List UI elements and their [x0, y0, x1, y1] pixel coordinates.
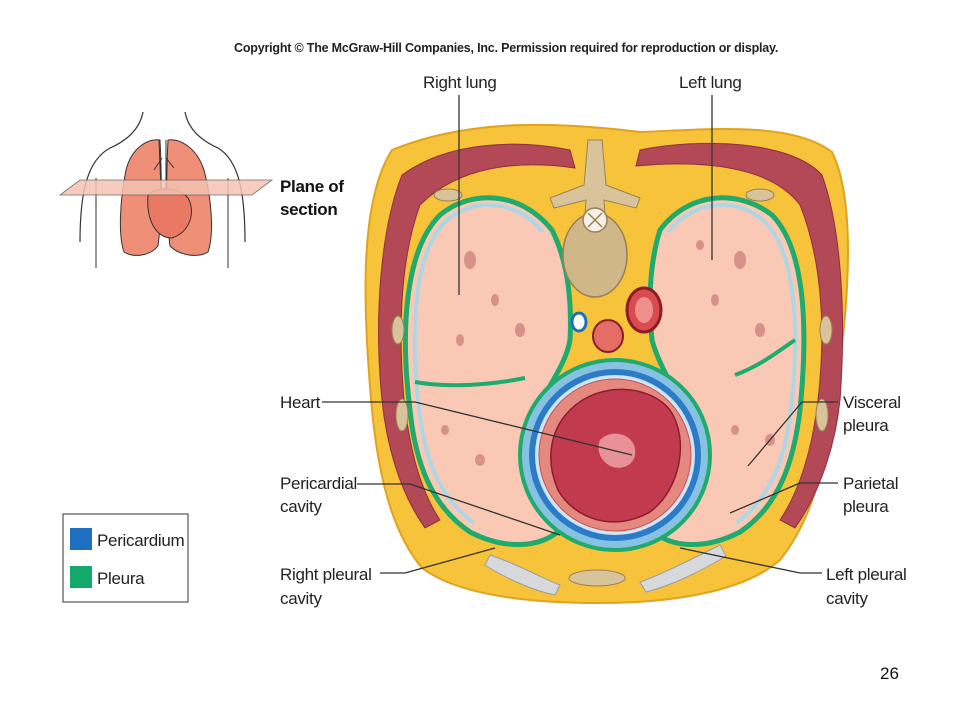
left-lung — [647, 195, 807, 547]
left-lung-label: Left lung — [679, 73, 742, 92]
slide-number: 26 — [880, 664, 899, 683]
right-lung — [402, 195, 573, 548]
pericardial-cavity-label-line2: cavity — [280, 497, 322, 516]
lung-vessel-dots — [441, 240, 775, 466]
parietal-pleura-label-line1: Parietal — [843, 474, 898, 493]
visceral-pleura-label-line2: pleura — [843, 416, 889, 435]
legend-swatch-pericardium — [70, 528, 92, 550]
legend-label-pericardium: Pericardium — [97, 531, 185, 550]
plane-of-section-label-line2: section — [280, 200, 337, 219]
ribs — [391, 188, 833, 432]
chest-wall-muscle-right — [378, 143, 576, 529]
plane-of-section-label-line1: Plane of — [280, 177, 344, 196]
heart-label: Heart — [280, 393, 321, 412]
vertebra — [549, 139, 641, 298]
legend-swatch-pleura — [70, 566, 92, 588]
esophagus — [592, 319, 624, 353]
right-pleural-cavity-label-line1: Right pleural — [280, 565, 372, 584]
right-pleural-cavity-label-line2: cavity — [280, 589, 322, 608]
legend-label-pleura: Pleura — [97, 569, 145, 588]
azygos-vein — [570, 311, 588, 333]
chest-wall-muscle-left — [635, 142, 844, 529]
plane-of-section-band — [58, 179, 274, 196]
left-pleural-cavity-space — [639, 544, 727, 593]
torso-thumbnail — [58, 111, 274, 268]
leader-lines — [322, 95, 838, 574]
right-pleural-cavity-space — [484, 554, 561, 596]
visceral-pleura-label-line1: Visceral — [843, 393, 901, 412]
heart-with-pericardium — [518, 358, 712, 552]
cross-section — [364, 123, 849, 605]
legend-box — [62, 513, 189, 603]
parietal-pleura-label-line2: pleura — [843, 497, 889, 516]
pericardial-cavity-label-line1: Pericardial — [280, 474, 357, 493]
copyright-notice: Copyright © The McGraw-Hill Companies, I… — [234, 41, 778, 55]
left-pleural-cavity-label-line1: Left pleural — [826, 565, 907, 584]
legend: Pericardium Pleura — [62, 513, 189, 603]
sternum — [568, 569, 626, 587]
right-lung-label: Right lung — [423, 73, 497, 92]
left-pleural-cavity-label-line2: cavity — [826, 589, 868, 608]
